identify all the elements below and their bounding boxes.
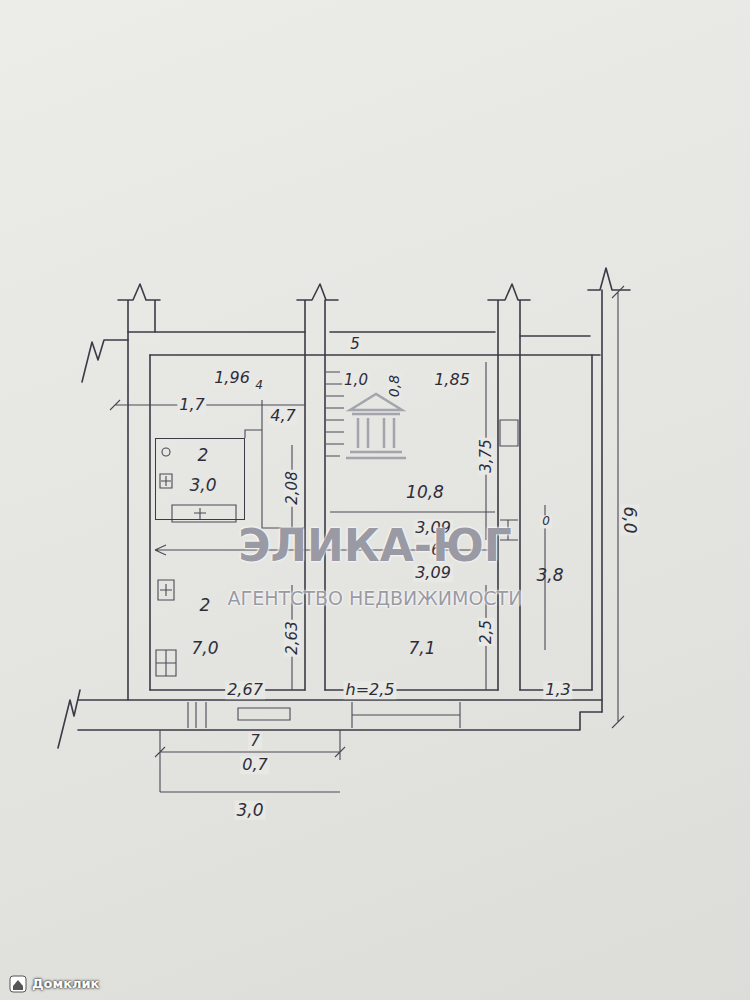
dimension: 3,0 (234, 801, 265, 820)
bathroom: 23,0 (155, 438, 245, 520)
dimension: 7 (248, 733, 262, 750)
room-area: 3,8 (534, 566, 565, 585)
room-area: 7,0 (189, 639, 220, 658)
dimension: 6,0 (621, 504, 640, 535)
dimension: 0,8 (387, 373, 402, 399)
partition (110, 400, 305, 528)
wall (78, 690, 602, 730)
break-mark (58, 690, 80, 748)
dimension-line (155, 730, 345, 792)
dimension: 2,67 (225, 681, 265, 699)
wall (118, 284, 160, 700)
dimension: 5 (348, 336, 362, 353)
ceiling-height: h=2,5 (344, 681, 397, 699)
room-area: 7,1 (406, 639, 437, 658)
wall (297, 284, 338, 690)
dimension: 3,75 (478, 437, 495, 474)
room-number: 2 (196, 446, 211, 465)
dimension: 2,63 (284, 619, 301, 656)
dimension: 1,7 (177, 396, 206, 414)
wall (128, 332, 600, 355)
break-mark (82, 340, 128, 382)
dimension: 1,96 (212, 369, 252, 387)
stove-symbol (156, 650, 176, 676)
wall (488, 284, 530, 690)
watermark: ЭЛИКА-ЮГ (236, 522, 514, 570)
room-number: 2 (198, 596, 213, 615)
dimension: 1,85 (432, 371, 472, 389)
watermark-logo (346, 394, 406, 458)
fixture-symbol (158, 580, 174, 600)
dimension: 1,0 (342, 372, 370, 389)
room-area: 10,8 (404, 483, 446, 502)
dimension: 2,5 (478, 618, 495, 646)
dimension: 4 (253, 379, 265, 392)
room-area: 3,0 (187, 476, 218, 495)
brand-watermark: Домклик (30, 977, 101, 991)
watermark: АГЕНТСТВО НЕДВИЖИМОСТИ (226, 588, 525, 609)
wall (588, 268, 630, 712)
window (188, 702, 460, 728)
room: 3,8 (520, 355, 592, 690)
dimension: 4,7 (268, 407, 297, 425)
dimension: 0,7 (240, 756, 269, 774)
fixture-symbol (162, 448, 170, 456)
dimension: 2,08 (284, 469, 301, 506)
dimension: 0 (540, 515, 552, 528)
fixture-symbol (160, 474, 172, 488)
brand-icon (10, 976, 26, 992)
dimension: 1,3 (543, 681, 572, 699)
